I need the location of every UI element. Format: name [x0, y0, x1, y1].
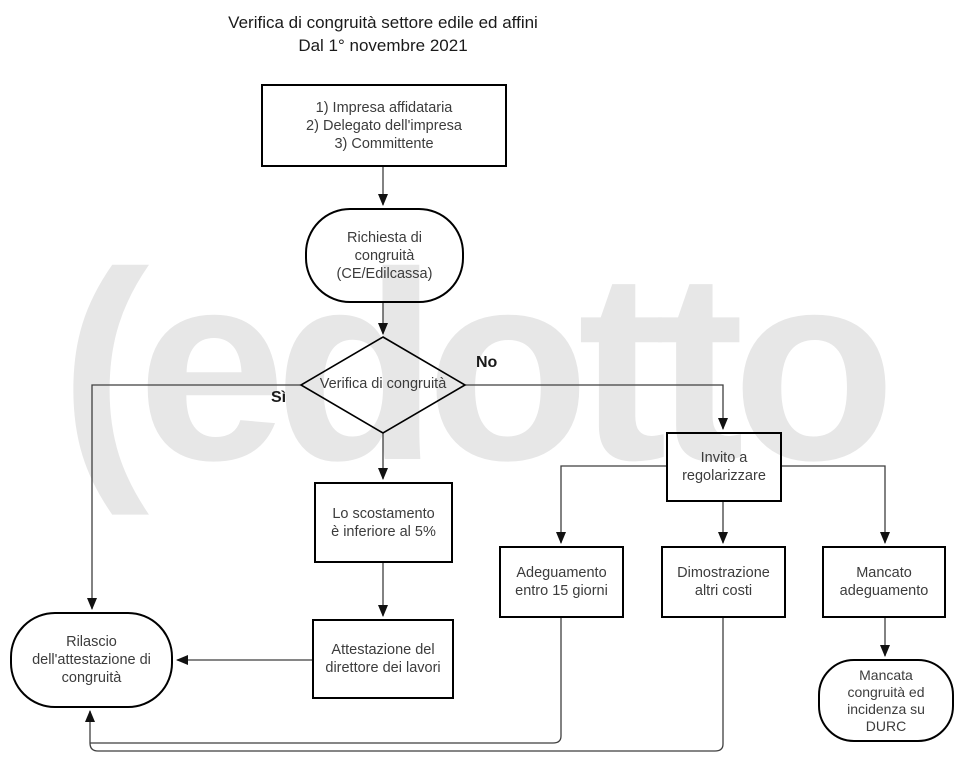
node-mancato-text: Mancato adeguamento [839, 565, 929, 599]
node-scostamento: Lo scostamento è inferiore al 5% [314, 482, 453, 563]
node-richiesta-text: Richiesta di congruità (CE/Edilcassa) [336, 229, 433, 282]
node-attestazione-text: Attestazione del direttore dei lavori [325, 642, 441, 676]
node-attestazione: Attestazione del direttore dei lavori [312, 619, 454, 699]
node-dimostrazione: Dimostrazione altri costi [661, 546, 786, 618]
title-line-1: Verifica di congruità settore edile ed a… [228, 13, 538, 32]
edge-label-no: No [476, 354, 498, 371]
node-participants-text: 1) Impresa affidataria 2) Delegato dell'… [306, 99, 462, 152]
flowchart-title: Verifica di congruità settore edile ed a… [133, 11, 633, 57]
edge-decision-no-invito [465, 384, 728, 430]
node-mancato-adeguamento: Mancato adeguamento [822, 546, 946, 618]
node-dimostrazione-text: Dimostrazione altri costi [677, 565, 770, 599]
node-invito-text: Invito a regolarizzare [682, 450, 766, 484]
node-adeguamento: Adeguamento entro 15 giorni [499, 546, 624, 618]
edge-label-si: Sì [271, 389, 287, 406]
decision-verifica-label: Verifica di congruità [319, 376, 447, 392]
node-rilascio-text: Rilascio dell'attestazione di congruità [32, 634, 151, 686]
edge-adeguamento-feedback [90, 618, 562, 744]
edge-decision-si-rilascio [87, 384, 301, 610]
node-scostamento-text: Lo scostamento è inferiore al 5% [331, 505, 436, 540]
node-mancata-durc-text: Mancata congruità ed incidenza su DURC [847, 666, 925, 734]
edotto-watermark-logo: (edotto [60, 216, 896, 516]
edge-invito-adeguamento [556, 465, 666, 544]
node-participants: 1) Impresa affidataria 2) Delegato dell'… [261, 84, 507, 167]
decision-diamond-shape [299, 336, 467, 434]
node-richiesta-congruita: Richiesta di congruità (CE/Edilcassa) [305, 208, 464, 303]
edge-dimostrazione-feedback-rilascio [85, 618, 724, 752]
title-line-2: Dal 1° novembre 2021 [298, 36, 468, 55]
node-mancata-congruita-durc: Mancata congruità ed incidenza su DURC [818, 659, 954, 742]
node-invito-regolarizzare: Invito a regolarizzare [666, 432, 782, 502]
node-adeguamento-text: Adeguamento entro 15 giorni [515, 565, 608, 599]
edge-invito-mancato [782, 465, 890, 544]
node-rilascio-attestazione: Rilascio dell'attestazione di congruità [10, 612, 173, 708]
